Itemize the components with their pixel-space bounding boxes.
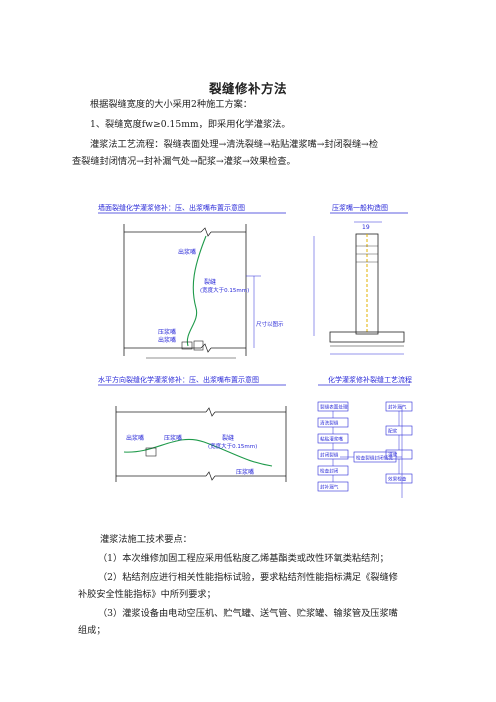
nozzle-construction-diagram: 19 — [313, 221, 405, 355]
flow-step-text: 效果检查 — [388, 476, 407, 483]
panel2-title: 压浆嘴一般构造图 — [332, 203, 388, 212]
flow-step-box — [385, 473, 413, 484]
p1-width-label: (宽度大于0.15mm) — [200, 286, 249, 294]
flow-mid-text: 检查裂缝封闭情况 — [356, 455, 393, 462]
p3-inlet2-label: 压浆嘴 — [236, 468, 254, 476]
p3-inlet-label: 压浆嘴 — [164, 434, 182, 442]
seal-plate-icon — [193, 340, 204, 351]
p3-width-label: (宽度大于0.15mm) — [208, 442, 257, 450]
p1-inlet-label: 压浆嘴 — [158, 328, 176, 336]
flow-step-box — [317, 481, 349, 492]
p1-crack-label: 裂缝 — [204, 278, 216, 286]
point-1: （1）本次维修加固工程应采用低粘度乙烯基酯类或改性环氧类粘结剂； — [98, 553, 389, 564]
p3-outlet-label: 出浆嘴 — [126, 434, 144, 442]
p3-nozzle-icon — [145, 447, 157, 457]
flow-step-text: 粘贴灌浆嘴 — [320, 436, 343, 443]
panel4-title: 化学灌浆修补裂缝工艺流程 — [328, 375, 412, 384]
flow-step-text: 灌浆 — [388, 452, 398, 459]
wall-crack-diagram — [123, 224, 261, 359]
tech-heading: 灌浆法施工技术要点： — [100, 534, 192, 545]
process-line-1: 灌浆法工艺流程：裂缝表面处理→清洗裂缝→粘贴灌浆嘴→封闭裂缝→检 — [90, 139, 379, 150]
point-2-line-1: （2）粘结剂应进行相关性能指标试验，要求粘结剂性能指标满足《裂缝修 — [98, 572, 398, 583]
p2-dim-label: 19 — [362, 224, 370, 231]
crack-line — [186, 235, 207, 347]
intro-text: 根据裂缝宽度的大小采用2种施工方案： — [90, 99, 253, 110]
panel3-title: 水平方向裂缝化学灌浆修补：压、出浆嘴布置示意图 — [98, 375, 259, 384]
p1-outlet-label: 出浆嘴 — [178, 248, 196, 256]
flow-step-text: 配浆 — [388, 428, 398, 435]
flow-step-text: 封补漏气 — [320, 484, 339, 491]
point-3-line-2: 组成； — [78, 625, 106, 636]
point-2-line-2: 补胶安全性能指标》中所列要求； — [78, 589, 216, 600]
process-line-2: 查裂缝封闭情况→封补漏气处→配浆→灌浆→效果检查。 — [72, 156, 296, 167]
p3-crack-label: 裂缝 — [222, 434, 234, 442]
panel1-title: 墙面裂缝化学灌浆修补：压、出浆嘴布置示意图 — [98, 203, 245, 212]
flow-step-text: 检查封闭 — [320, 468, 339, 475]
flow-step-text: 封闭裂缝 — [320, 452, 339, 459]
flow-step-text: 封补漏气 — [388, 404, 407, 411]
flow-connectors — [340, 406, 403, 498]
page-title: 裂缝修补方法 — [208, 81, 287, 96]
horizontal-crack-diagram — [115, 406, 287, 482]
horizontal-crack-line — [123, 438, 273, 467]
p1-spacing-label: 尺寸以图示 — [256, 320, 284, 328]
inlet-nozzle-icon — [181, 341, 193, 350]
crack-repair-figure: 墙面裂缝化学灌浆修补：压、出浆嘴布置示意图 出浆嘴 裂缝 (宽度大于0.15mm… — [98, 203, 413, 498]
item-1: 1、裂缝宽度fw≥0.15mm，即采用化学灌浆法。 — [90, 119, 291, 130]
point-3-line-1: （3）灌浆设备由电动空压机、贮气罐、送气管、贮浆罐、输浆管及压浆嘴 — [98, 608, 398, 619]
p1-outlet2-label: 出浆嘴 — [158, 336, 176, 344]
flow-step-text: 清洗裂缝 — [320, 420, 339, 427]
flow-step-text: 裂缝表面处理 — [320, 404, 348, 411]
